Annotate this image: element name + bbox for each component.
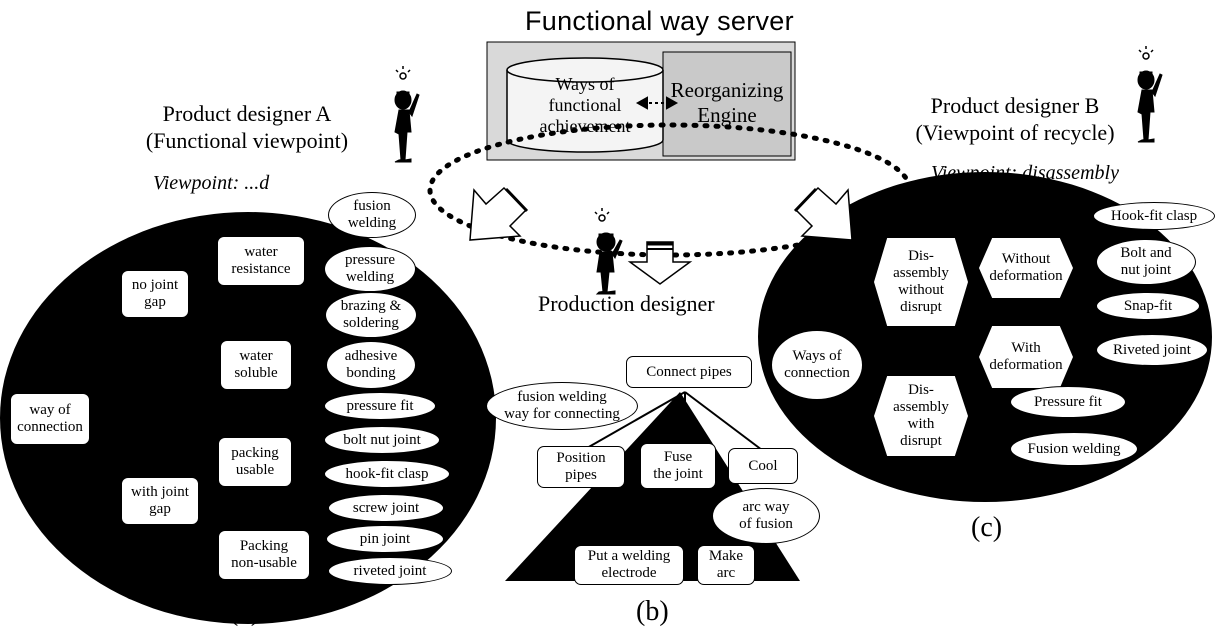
arrow-icon bbox=[469, 186, 853, 285]
way-b-connect: fusion welding way for connecting bbox=[486, 382, 638, 430]
server-title: Functional way server bbox=[525, 6, 794, 36]
node-a-mid: with joint gap bbox=[121, 477, 199, 525]
leaf-c: Fusion welding bbox=[1010, 432, 1138, 466]
leaf-c: Hook-fit clasp bbox=[1093, 202, 1215, 230]
leaf-a: riveted joint bbox=[328, 557, 452, 585]
leaf-a: pressure fit bbox=[324, 392, 436, 420]
node-b-sub: Position pipes bbox=[537, 446, 625, 488]
node-c-deform-label: Without deformation bbox=[989, 251, 1063, 284]
leaf-a: screw joint bbox=[328, 494, 444, 522]
node-a-sub: Packing non-usable bbox=[218, 530, 310, 580]
leaf-a: bolt nut joint bbox=[324, 426, 440, 454]
caption-a: (a) bbox=[229, 596, 261, 627]
node-b-sub: Cool bbox=[728, 448, 798, 484]
node-a-sub: packing usable bbox=[218, 437, 292, 487]
node-a-mid: no joint gap bbox=[121, 270, 189, 318]
node-b-sub: Fuse the joint bbox=[640, 443, 716, 489]
leaf-a: pin joint bbox=[326, 525, 444, 553]
node-a-sub: water resistance bbox=[217, 236, 305, 286]
leaf-c: Bolt and nut joint bbox=[1096, 239, 1196, 285]
node-b-root: Connect pipes bbox=[626, 356, 752, 388]
leaf-a: fusion welding bbox=[328, 192, 416, 238]
caption-c: (c) bbox=[971, 512, 1003, 543]
designer-b-label: Product designer B (Viewpoint of recycle… bbox=[915, 93, 1115, 145]
leaf-a: hook-fit clasp bbox=[324, 460, 450, 488]
viewpoint-a: Viewpoint: ...d bbox=[153, 172, 270, 194]
node-a-sub: water soluble bbox=[220, 340, 292, 390]
production-designer-label: Production designer bbox=[538, 291, 715, 316]
designer-a-label: Product designer A (Functional viewpoint… bbox=[145, 101, 349, 153]
leaf-a: adhesive bonding bbox=[326, 341, 416, 389]
node-c-dis: Dis- assembly without disrupt bbox=[872, 236, 970, 328]
engine-box bbox=[662, 51, 792, 157]
caption-b: (b) bbox=[636, 596, 669, 627]
tree-b-connectors bbox=[579, 391, 763, 453]
node-a-root: way of connection bbox=[10, 393, 90, 445]
node-c-dis: Dis- assembly with disrupt bbox=[872, 374, 970, 458]
leaf-c: Pressure fit bbox=[1010, 386, 1126, 418]
node-c-deform-label: With deformation bbox=[989, 340, 1063, 373]
way-b-fusion: arc way of fusion bbox=[712, 488, 820, 544]
person-idea-icon bbox=[394, 46, 1163, 295]
leaf-a: brazing & soldering bbox=[325, 292, 417, 338]
node-c-deform: With deformation bbox=[977, 324, 1075, 390]
leaf-c: Snap-fit bbox=[1096, 292, 1200, 320]
ways-db-label: Ways of functional achievement bbox=[539, 74, 631, 136]
node-b-leaf: Put a welding electrode bbox=[574, 545, 684, 585]
node-c-root: Ways of connection bbox=[771, 330, 863, 400]
bidirectional-arrow-icon bbox=[635, 96, 679, 110]
leaf-a: pressure welding bbox=[324, 246, 416, 292]
database-cylinder-icon bbox=[506, 57, 664, 153]
engine-label: Reorganizing Engine bbox=[670, 78, 784, 127]
node-c-dis-label: Dis- assembly without disrupt bbox=[893, 248, 949, 315]
viewpoint-b: Viewpoint: disassembly bbox=[931, 162, 1119, 184]
node-c-dis-label: Dis- assembly with disrupt bbox=[893, 382, 949, 449]
node-b-leaf: Make arc bbox=[697, 545, 755, 585]
leaf-c: Riveted joint bbox=[1096, 334, 1208, 366]
dotted-ring bbox=[427, 122, 913, 258]
node-c-deform: Without deformation bbox=[977, 236, 1075, 300]
